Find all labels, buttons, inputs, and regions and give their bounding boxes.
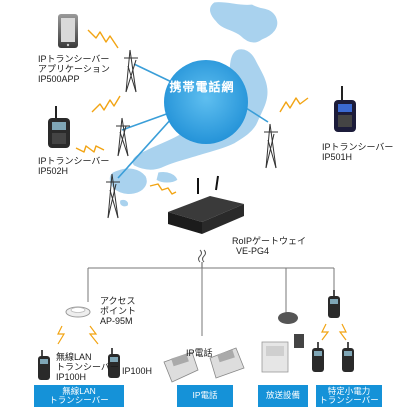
ip-phone-icon (209, 347, 245, 379)
ip-phone-label: IP電話 (186, 348, 213, 358)
tower-icon (264, 123, 278, 169)
category-badge-broadcast: 放送設備 (258, 385, 308, 407)
radio-signals (75, 29, 309, 195)
access-point-label: アクセス ポイント AP-95M (100, 296, 137, 326)
ip100h-label: IP100H (122, 366, 153, 376)
category-badge-wlan: 無線LAN トランシーバー (34, 385, 124, 407)
ip501h-label: IPトランシーバー IP501H (322, 142, 394, 162)
category-badge-low-power: 特定小電力 トランシーバー (316, 385, 382, 407)
wlan-radio-icon (38, 350, 50, 380)
radio-signals (321, 323, 347, 341)
smartphone-icon (58, 14, 78, 48)
tower-icon (124, 49, 138, 93)
gateway-icon (168, 175, 244, 234)
network-label: 携帯電話網 (169, 80, 235, 94)
wlan-radio-icon (108, 348, 120, 378)
distribution-lines (87, 267, 335, 336)
radio-icon (342, 342, 354, 372)
category-badge-ip-phone: IP電話 (177, 385, 233, 407)
radio-icon (312, 342, 324, 372)
radio-signals (57, 325, 99, 345)
tower-icon (116, 117, 130, 157)
ip502h-label: IPトランシーバー IP502H (38, 156, 110, 176)
access-point-icon (65, 306, 91, 318)
ip500app-label: IPトランシーバー アプリケーション IP500APP (38, 54, 110, 84)
wired-connector (198, 249, 206, 268)
ip-phone-icon (163, 351, 199, 383)
broadcast-equipment-icon (261, 312, 304, 373)
gateway-label: RoIPゲートウェイ VE-PG4 (232, 236, 307, 256)
wlan-transceiver-label: 無線LAN トランシーバー IP100H (56, 352, 119, 382)
radio-icon (328, 290, 340, 318)
ip-radio-icon (334, 86, 356, 132)
ip-radio-icon (48, 106, 70, 148)
tower-icon (106, 173, 120, 219)
cellular-network-cloud (164, 60, 248, 144)
